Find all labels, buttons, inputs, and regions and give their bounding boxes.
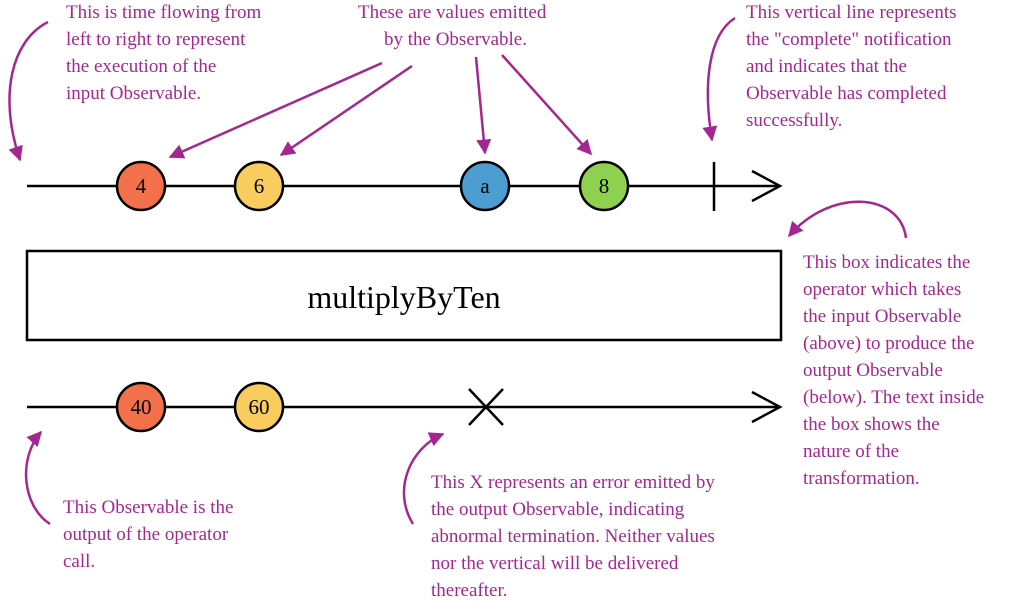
complete-pointer-arrow: [702, 16, 736, 142]
annotation-line: abnormal termination. Neither values: [431, 526, 715, 547]
annotation-line: This X represents an error emitted by: [431, 472, 715, 493]
output-timeline: 40 60: [27, 381, 783, 433]
input-timeline: 4 6 a 8: [27, 160, 783, 212]
output-marble-60: 60: [233, 381, 285, 433]
marble-label: 60: [249, 395, 270, 419]
output-annotation: This Observable is the output of the ope…: [63, 494, 233, 575]
output-marbles: 40 60: [115, 381, 285, 433]
annotation-line: left to right to represent: [66, 29, 246, 50]
marble-circle: [115, 160, 167, 212]
annotation-line: and indicates that the: [746, 56, 907, 77]
annotation-line: transformation.: [803, 468, 920, 489]
marble-label: a: [480, 174, 490, 198]
marble-label: 6: [254, 174, 265, 198]
operator-label: multiplyByTen: [307, 279, 500, 315]
error-pointer-arrow: [402, 432, 445, 525]
values-annotation: These are values emitted by the Observab…: [358, 0, 546, 53]
operator-annotation: This box indicates the operator which ta…: [803, 249, 984, 492]
annotation-line: output Observable: [803, 360, 943, 381]
output-pointer-arrow: [24, 430, 51, 526]
marble-label: 40: [131, 395, 152, 419]
annotation-line: output of the operator: [63, 524, 229, 545]
annotation-line: call.: [63, 551, 96, 572]
annotation-line: These are values emitted: [358, 2, 547, 23]
output-time-arrowhead: [751, 390, 783, 424]
operator-box-frame: [25, 249, 783, 342]
annotation-line: the execution of the: [66, 56, 217, 77]
value-pointer-arrow-4: [168, 61, 383, 159]
annotation-line: (below). The text inside: [803, 387, 985, 408]
value-pointer-arrow-8: [501, 54, 593, 156]
annotation-line: the "complete" notification: [746, 29, 952, 50]
annotation-line: the output Observable, indicating: [431, 499, 685, 520]
annotation-line: successfully.: [746, 110, 843, 131]
marble-circle: [233, 381, 285, 433]
operator-pointer-arrow: [788, 200, 908, 239]
marble-label: 8: [599, 174, 610, 198]
annotation-line: input Observable.: [66, 83, 202, 104]
annotation-line: the box shows the: [803, 414, 940, 435]
annotation-line: This is time flowing from: [66, 2, 262, 23]
marble-circle: [115, 381, 167, 433]
error-marker: [468, 388, 504, 426]
marble-circle: [578, 160, 630, 212]
annotation-line: (above) to produce the: [803, 333, 975, 354]
input-marbles: 4 6 a 8: [115, 160, 630, 212]
time-annotation: This is time flowing from left to right …: [66, 0, 261, 107]
input-marble-a: a: [459, 160, 511, 212]
annotation-line: by the Observable.: [384, 29, 527, 50]
annotation-line: nor the vertical will be delivered: [431, 553, 679, 574]
annotation-line: nature of the: [803, 441, 900, 462]
output-marble-40: 40: [115, 381, 167, 433]
value-pointer-arrow-6: [279, 64, 413, 157]
marble-circle: [233, 160, 285, 212]
annotation-line: thereafter.: [431, 580, 508, 601]
annotation-arrows: [8, 16, 908, 526]
error-annotation: This X represents an error emitted by th…: [431, 469, 715, 604]
input-time-arrowhead: [751, 169, 783, 203]
annotation-line: the input Observable: [803, 306, 962, 327]
input-marble-4: 4: [115, 160, 167, 212]
annotation-line: operator which takes: [803, 279, 962, 300]
complete-annotation: This vertical line represents the "compl…: [746, 0, 957, 134]
input-marble-8: 8: [578, 160, 630, 212]
annotation-line: This vertical line represents: [746, 2, 957, 23]
operator-box: multiplyByTen: [25, 249, 783, 342]
time-pointer-arrow: [8, 20, 49, 162]
annotation-line: This Observable is the: [63, 497, 234, 518]
annotation-line: Observable has completed: [746, 83, 947, 104]
annotation-line: This box indicates the: [803, 252, 971, 273]
marble-circle: [459, 160, 511, 212]
value-pointer-arrow-a: [474, 56, 492, 155]
input-marble-6: 6: [233, 160, 285, 212]
marble-label: 4: [136, 174, 147, 198]
